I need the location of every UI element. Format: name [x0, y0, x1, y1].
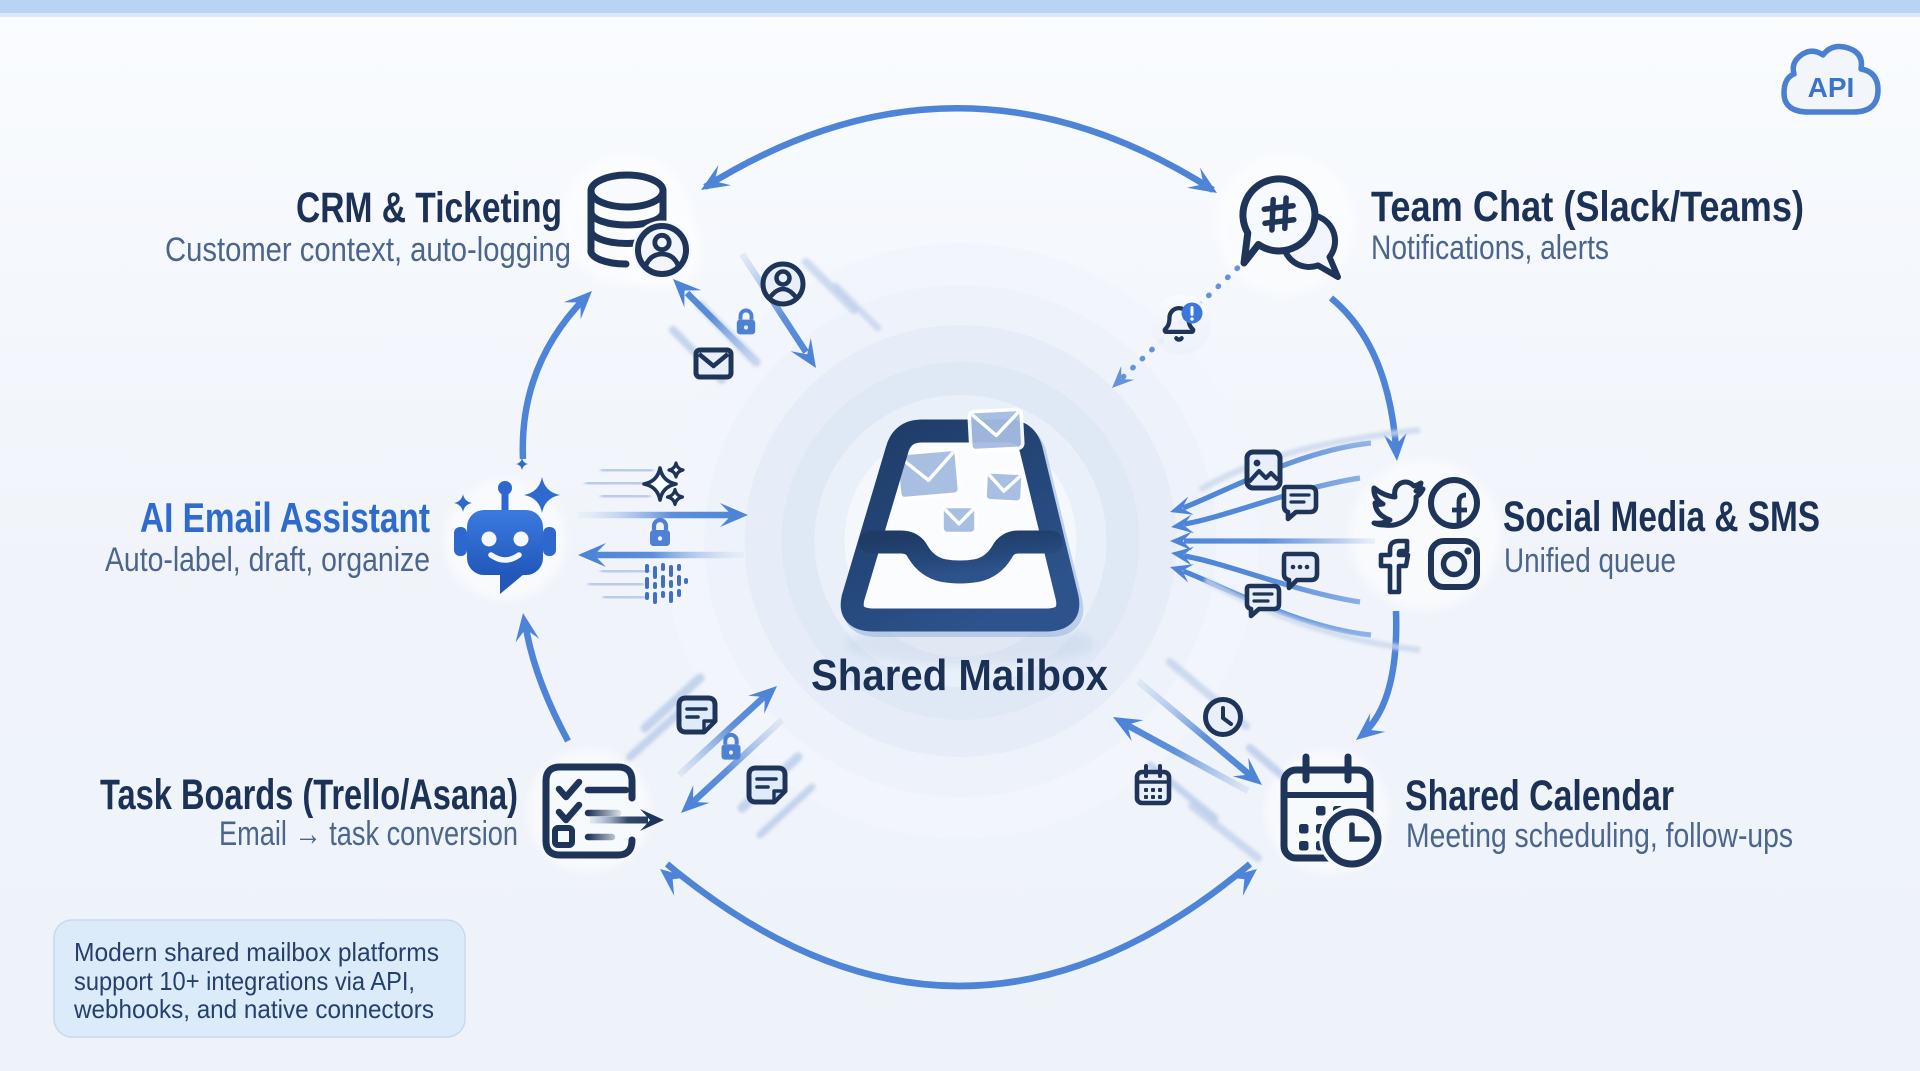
- svg-text:AI Email Assistant: AI Email Assistant: [140, 494, 430, 541]
- svg-text:Auto-label, draft, organize: Auto-label, draft, organize: [105, 541, 430, 579]
- svg-text:support 10+ integrations via A: support 10+ integrations via API,: [74, 966, 415, 996]
- svg-text:Modern shared mailbox platform: Modern shared mailbox platforms: [74, 937, 439, 967]
- svg-text:Shared Calendar: Shared Calendar: [1405, 772, 1674, 820]
- svg-text:Email → task conversion: Email → task conversion: [219, 815, 518, 853]
- svg-text:Task Boards (Trello/Asana): Task Boards (Trello/Asana): [100, 771, 518, 819]
- svg-text:CRM & Ticketing: CRM & Ticketing: [296, 184, 562, 232]
- svg-text:Social Media & SMS: Social Media & SMS: [1503, 493, 1820, 541]
- svg-text:Meeting scheduling, follow-ups: Meeting scheduling, follow-ups: [1406, 817, 1793, 855]
- svg-text:Unified queue: Unified queue: [1504, 542, 1676, 580]
- svg-text:API: API: [1808, 72, 1855, 103]
- svg-text:Notifications, alerts: Notifications, alerts: [1371, 229, 1609, 267]
- svg-text:Team Chat (Slack/Teams): Team Chat (Slack/Teams): [1371, 183, 1804, 231]
- svg-text:Shared Mailbox: Shared Mailbox: [811, 651, 1108, 700]
- svg-text:webhooks, and native connector: webhooks, and native connectors: [73, 994, 434, 1024]
- svg-text:Customer context, auto-logging: Customer context, auto-logging: [165, 231, 571, 269]
